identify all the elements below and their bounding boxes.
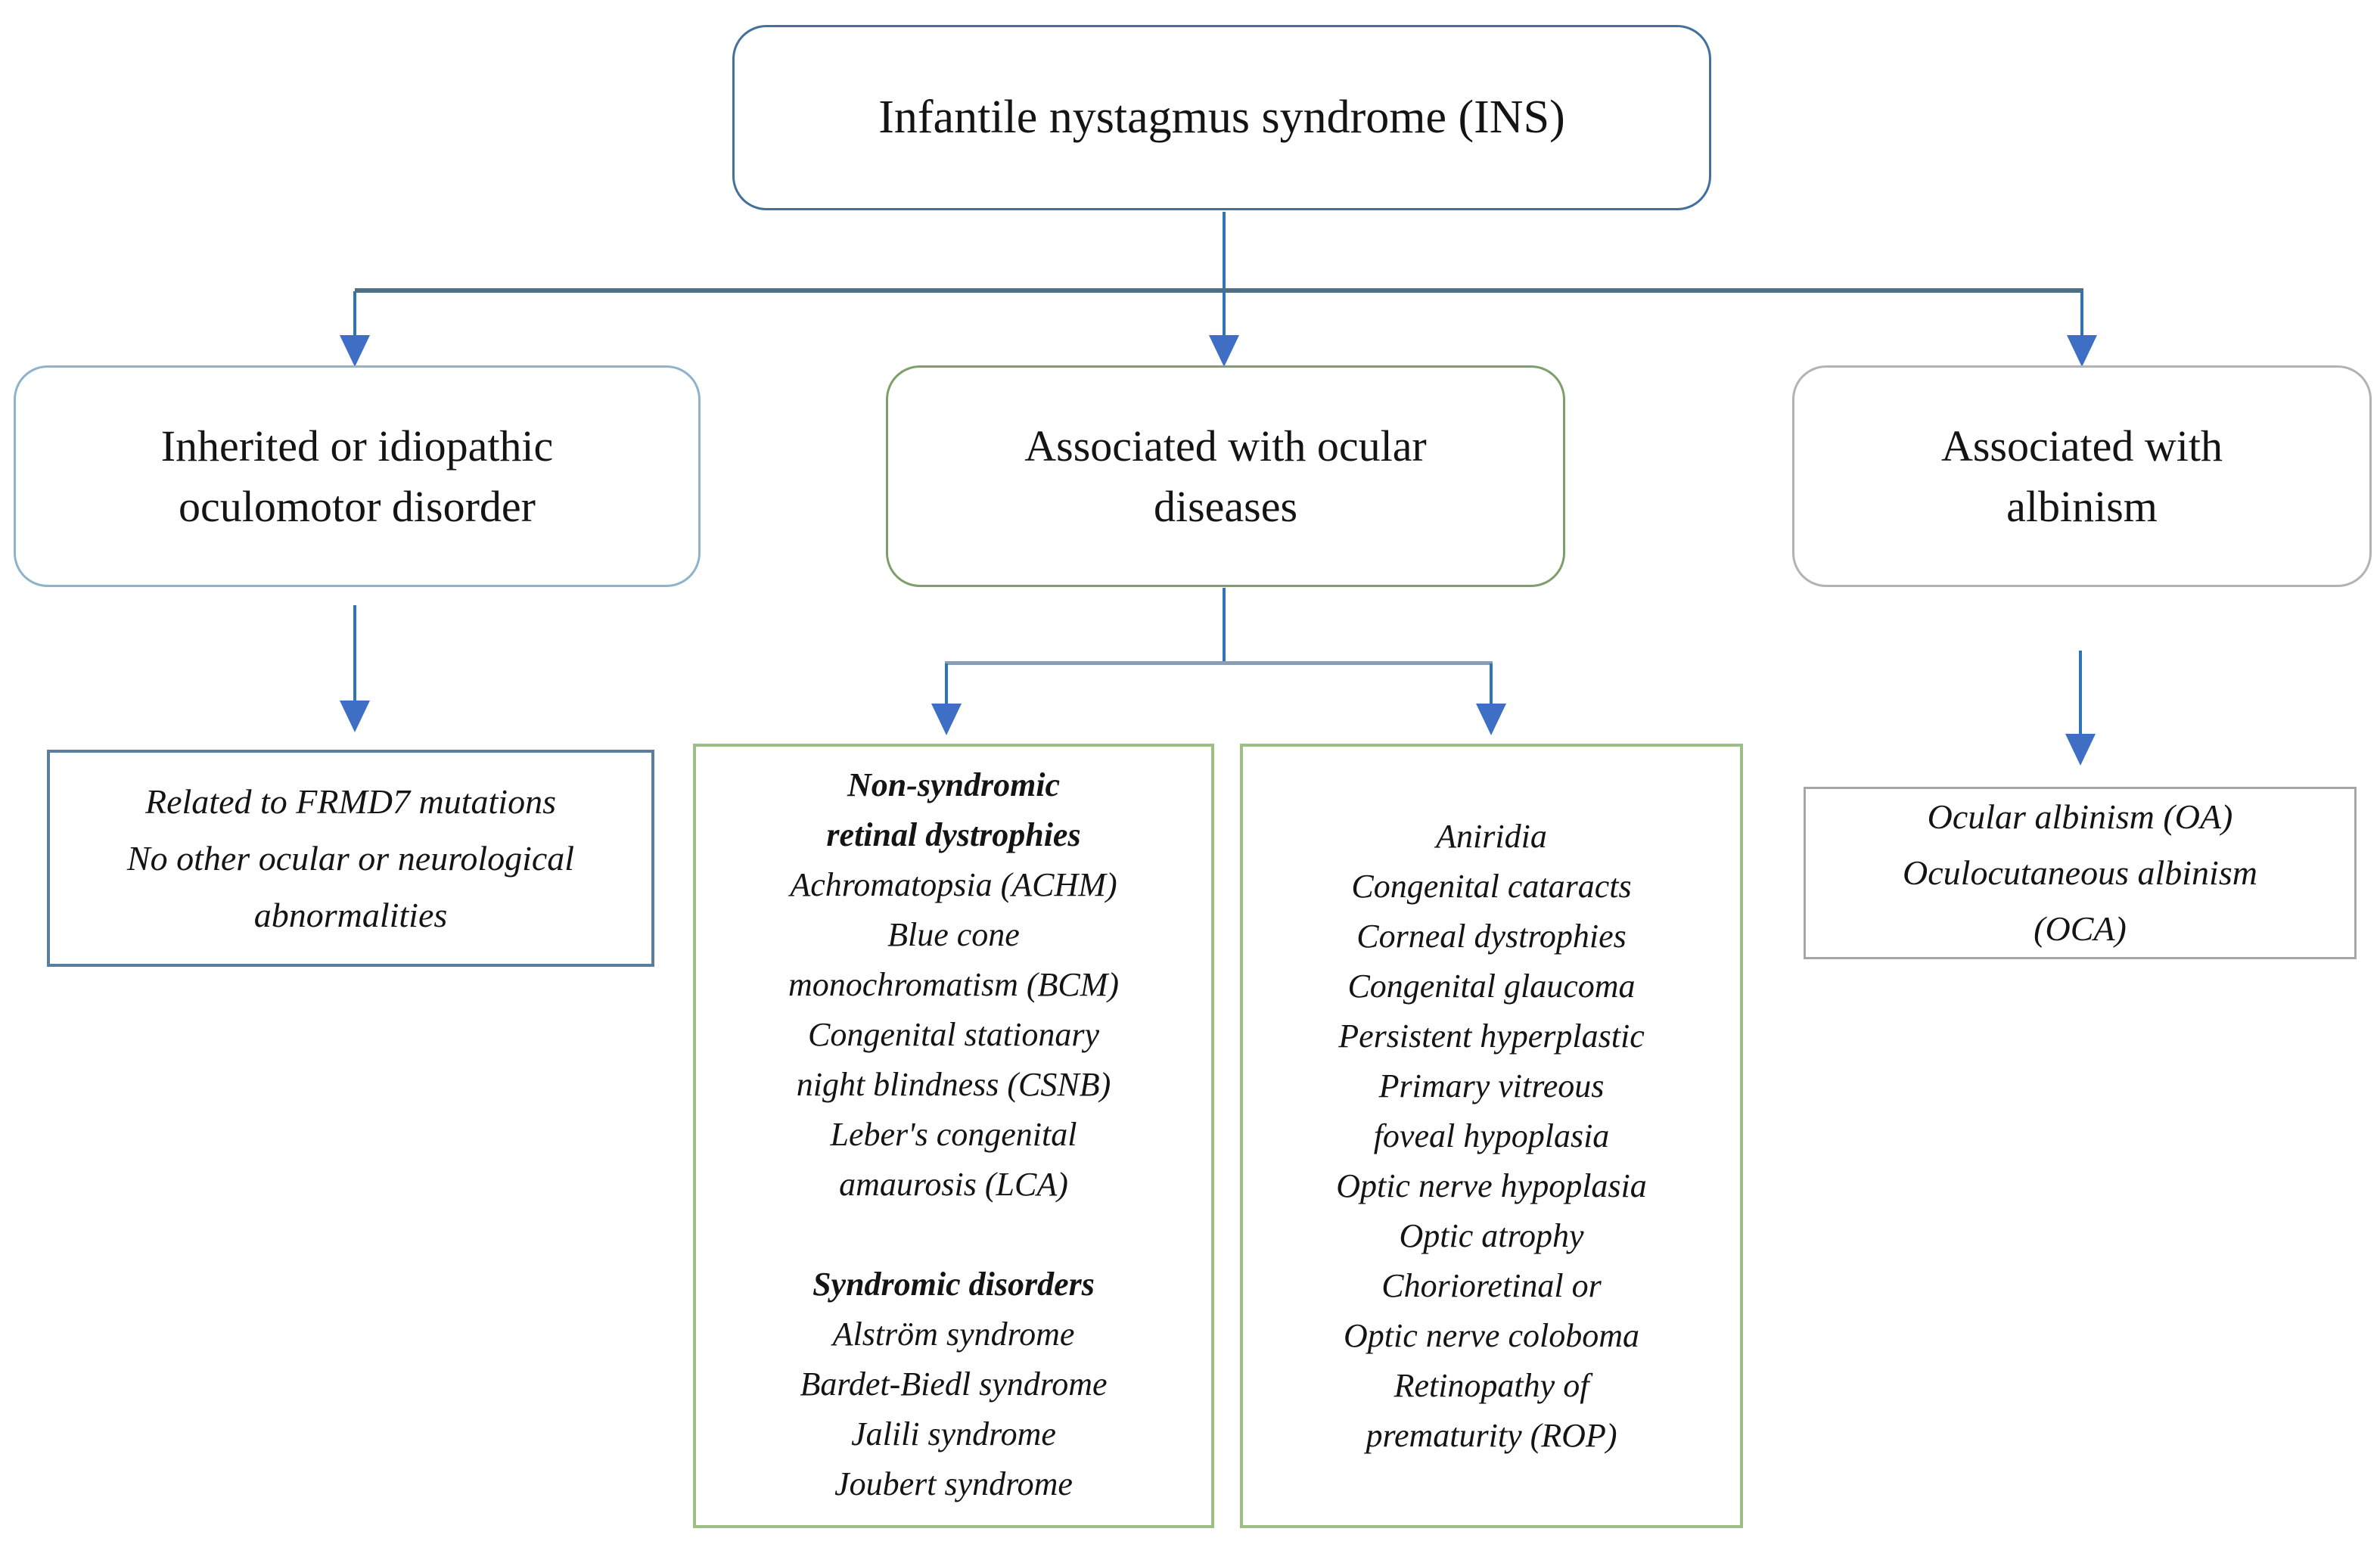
connector-drop-inherited [353,291,356,337]
category-label-line: oculomotor disorder [179,481,536,531]
list-item: Alström syndrome [832,1316,1075,1353]
section-heading: Non-syndromic [847,766,1061,803]
section-heading: Syndromic disorders [812,1266,1095,1303]
arrowhead-down-icon [2065,734,2096,766]
list-item: Optic nerve coloboma [1344,1317,1639,1354]
detail-line: (OCA) [2034,909,2127,948]
list-item: amaurosis (LCA) [839,1166,1068,1203]
blank-line [696,1210,1211,1260]
list-item: prematurity (ROP) [1366,1417,1617,1454]
connector-drop-albinism [2080,291,2083,337]
root-node-ins: Infantile nystagmus syndrome (INS) [732,25,1711,210]
category-label-line: Inherited or idiopathic [160,421,554,471]
detail-line: Ocular albinism (OA) [1927,797,2233,836]
category-node-inherited: Inherited or idiopathic oculomotor disor… [14,365,701,587]
detail-node-retinal-dystrophies: Non-syndromic retinal dystrophies Achrom… [693,744,1214,1528]
category-label-line: diseases [1153,481,1298,531]
list-item: Leber's congenital [830,1116,1077,1153]
detail-line: Related to FRMD7 mutations [145,782,556,821]
detail-node-frmd7: Related to FRMD7 mutations No other ocul… [47,750,654,967]
connector-albinism-to-types [2079,651,2082,735]
connector-root-rail [355,288,2083,293]
category-node-albinism: Associated with albinism [1792,365,2372,587]
category-node-ocular-diseases: Associated with ocular diseases [886,365,1565,587]
list-item: foveal hypoplasia [1373,1117,1610,1154]
list-item: Retinopathy of [1394,1367,1589,1404]
list-item: Bardet-Biedl syndrome [800,1365,1108,1403]
connector-drop-ocular-list [1490,663,1493,705]
detail-node-ocular-diseases-list: Aniridia Congenital cataracts Corneal dy… [1240,744,1743,1528]
list-item: Jalili syndrome [851,1415,1056,1452]
root-node-label: Infantile nystagmus syndrome (INS) [878,92,1565,143]
connector-drop-retinal [945,663,948,705]
list-item: Joubert syndrome [834,1465,1073,1502]
list-item: Congenital glaucoma [1347,968,1636,1005]
connector-root-stem [1223,212,1226,290]
list-item: Optic nerve hypoplasia [1336,1167,1647,1204]
connector-inherited-to-frmd7 [353,605,356,702]
detail-node-albinism-types: Ocular albinism (OA) Oculocutaneous albi… [1804,787,2357,959]
arrowhead-down-icon [2067,335,2097,367]
detail-line: abnormalities [253,896,448,934]
list-item: monochromatism (BCM) [788,966,1120,1003]
arrowhead-down-icon [1476,704,1506,735]
category-label-line: albinism [2006,481,2158,531]
section-heading: retinal dystrophies [826,816,1081,853]
list-item: night blindness (CSNB) [796,1066,1111,1103]
list-item: Corneal dystrophies [1356,918,1627,955]
list-item: Blue cone [887,916,1020,953]
arrowhead-down-icon [340,335,370,367]
connector-ocular-rail [945,661,1493,665]
detail-line: Oculocutaneous albinism [1903,853,2257,892]
list-item: Congenital stationary [808,1016,1099,1053]
list-item: Achromatopsia (ACHM) [790,866,1117,903]
connector-ocular-stem [1223,588,1226,663]
list-item: Aniridia [1436,818,1547,855]
connector-drop-ocular [1223,291,1226,337]
list-item: Optic atrophy [1399,1217,1584,1254]
list-item: Primary vitreous [1378,1067,1605,1104]
arrowhead-down-icon [931,704,962,735]
category-label-line: Associated with ocular [1024,421,1427,471]
list-item: Chorioretinal or [1381,1267,1602,1304]
list-item: Congenital cataracts [1351,868,1632,905]
arrowhead-down-icon [340,701,370,732]
arrowhead-down-icon [1209,335,1239,367]
list-item: Persistent hyperplastic [1338,1017,1645,1055]
detail-line: No other ocular or neurological [126,839,575,878]
category-label-line: Associated with [1940,421,2223,471]
